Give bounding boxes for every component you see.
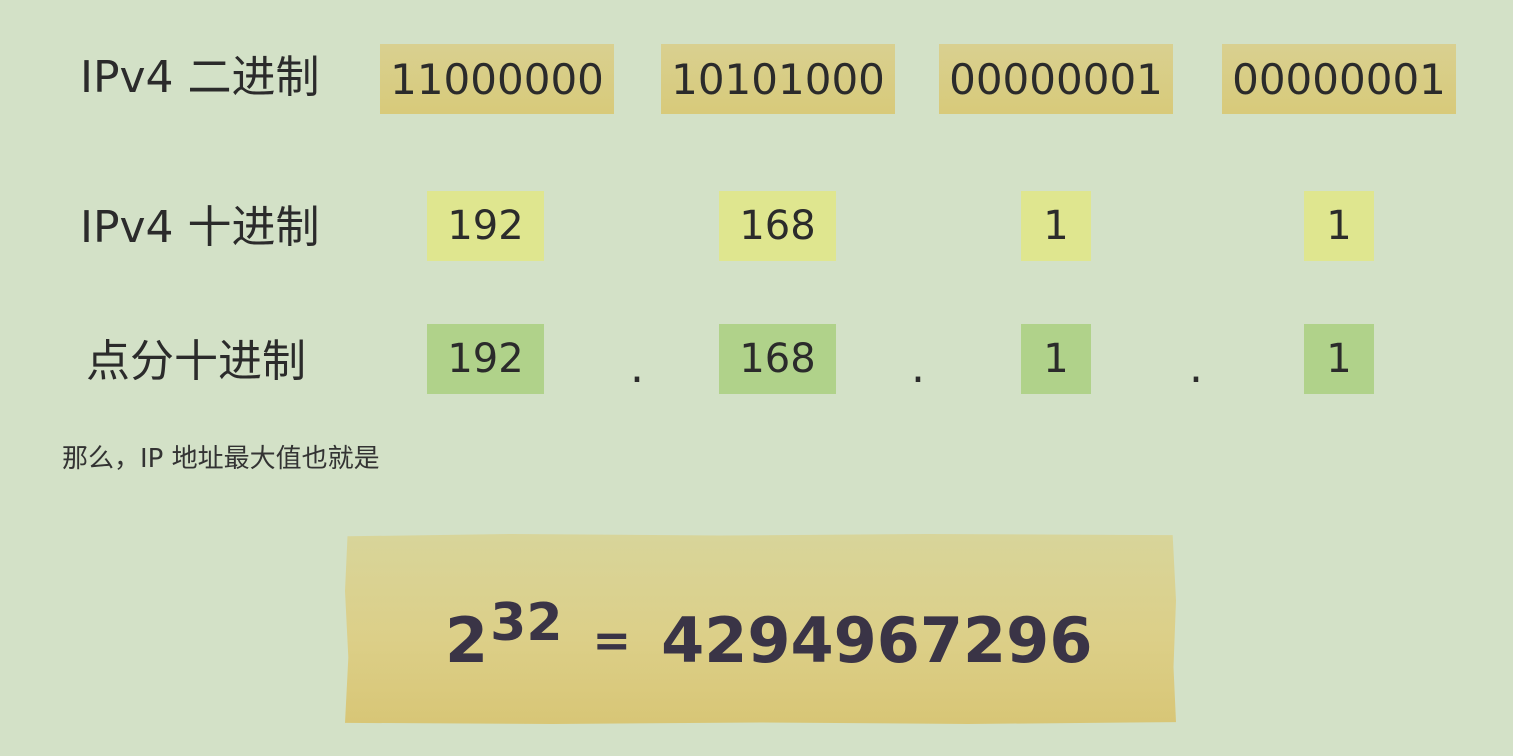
dotted-row-label: 点分十进制 (86, 336, 306, 387)
dotted-octet-1: 192 (427, 324, 544, 394)
dot-separator-3: . (1189, 342, 1203, 393)
binary-octet-3: 00000001 (939, 44, 1173, 114)
decimal-octet-3: 1 (1021, 191, 1091, 261)
binary-octet-1: 11000000 (380, 44, 614, 114)
result-box (345, 534, 1176, 724)
dotted-octet-3: 1 (1021, 324, 1091, 394)
max-value-note: 那么，IP 地址最大值也就是 (62, 444, 380, 474)
decimal-octet-4: 1 (1304, 191, 1374, 261)
dotted-octet-2: 168 (719, 324, 836, 394)
max-ip-formula: 232=4294967296 (445, 588, 1092, 672)
formula-value: 4294967296 (661, 604, 1093, 677)
dot-separator-2: . (911, 342, 925, 393)
binary-octet-4: 00000001 (1222, 44, 1456, 114)
binary-octet-2: 10101000 (661, 44, 895, 114)
decimal-row-label: IPv4 十进制 (80, 202, 320, 253)
dotted-octet-4: 1 (1304, 324, 1374, 394)
decimal-octet-2: 168 (719, 191, 836, 261)
formula-exponent: 32 (490, 593, 563, 653)
formula-base: 2 (445, 604, 489, 677)
dot-separator-1: . (630, 342, 644, 393)
formula-equals: = (592, 613, 632, 667)
decimal-octet-1: 192 (427, 191, 544, 261)
binary-row-label: IPv4 二进制 (80, 52, 320, 103)
